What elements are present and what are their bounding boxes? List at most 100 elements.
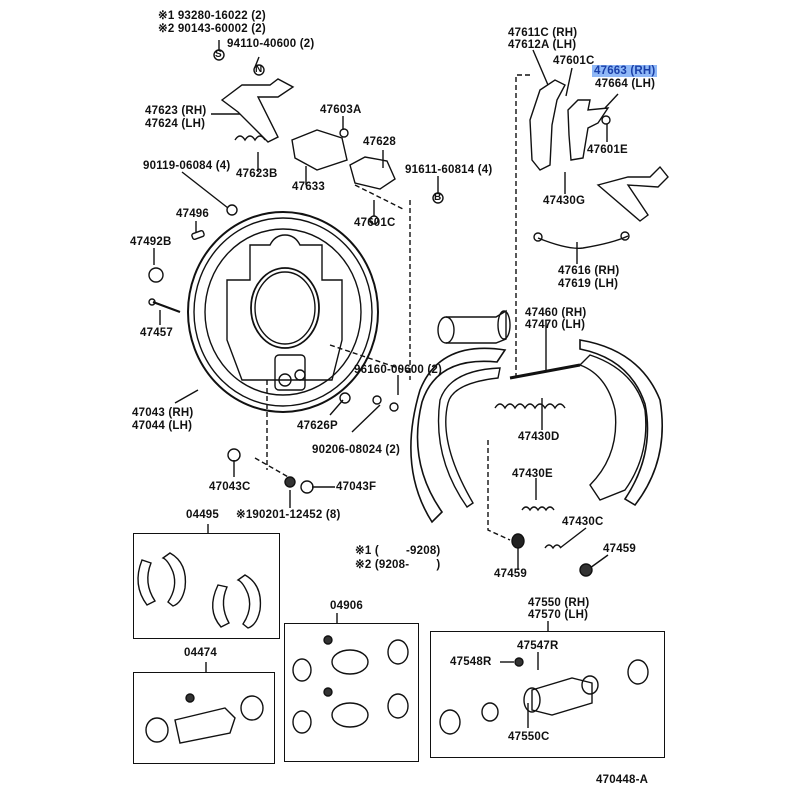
leader-line xyxy=(351,404,381,433)
fitting-47603a xyxy=(339,128,349,138)
pin-47457 xyxy=(152,300,181,314)
part-label-47430e[interactable]: 47430E xyxy=(512,468,553,480)
backing-plate xyxy=(187,211,379,413)
part-label-47496[interactable]: 47496 xyxy=(176,208,209,220)
leader-line xyxy=(181,171,229,209)
symbol-s-letter: S xyxy=(215,49,222,60)
part-label-47612a[interactable]: 47612A (LH) xyxy=(508,39,577,51)
symbol-b-letter: B xyxy=(434,192,442,203)
part-label-47460[interactable]: 47460 (RH) xyxy=(525,307,587,319)
assembly-dashed-line xyxy=(329,344,411,373)
part-label-47548r[interactable]: 47548R xyxy=(450,656,492,668)
spring-47430d xyxy=(494,403,566,410)
part-label-47043[interactable]: 47043 (RH) xyxy=(132,407,194,419)
kit-label-04906[interactable]: 04906 xyxy=(330,600,363,612)
strut-47430g-bracket xyxy=(596,165,669,222)
cable-47616 xyxy=(537,235,629,249)
footnote-1: ※1 ( -9208) xyxy=(355,545,441,557)
part-label-90119[interactable]: 90119-06084 (4) xyxy=(143,160,231,172)
symbol-n-icon xyxy=(253,64,265,76)
washer-190201 xyxy=(284,476,296,488)
part-label-90206[interactable]: 90206-08024 (2) xyxy=(312,444,401,456)
cylinder-kit-icons-04474 xyxy=(145,693,264,744)
bolt-47043c xyxy=(227,448,241,462)
leader-line xyxy=(254,56,260,68)
part-label-47633[interactable]: 47633 xyxy=(292,181,325,193)
cable-end xyxy=(620,231,630,241)
plug-47496 xyxy=(191,229,205,241)
part-label-47550c[interactable]: 47550C xyxy=(508,731,550,743)
part-label-47663[interactable]: 47663 (RH) xyxy=(592,65,658,78)
part-label-47611c[interactable]: 47611C (RH) xyxy=(508,27,578,39)
assembly-dashed-line xyxy=(487,440,511,541)
spring-47430e xyxy=(521,506,555,512)
part-label-47623[interactable]: 47623 (RH) xyxy=(145,105,207,117)
kit-box-04906 xyxy=(284,623,419,762)
leader-line xyxy=(565,67,573,97)
nut-47601e xyxy=(601,115,611,125)
part-label-47601c-left[interactable]: 47601C xyxy=(354,217,396,229)
part-label-47570[interactable]: 47570 (LH) xyxy=(528,609,589,621)
leader-line xyxy=(532,49,549,86)
spring xyxy=(234,135,266,142)
nut-47601c xyxy=(369,215,379,225)
part-label-47044[interactable]: 47044 (LH) xyxy=(132,420,193,432)
symbol-s-icon xyxy=(213,49,225,61)
part-label-47550[interactable]: 47550 (RH) xyxy=(528,597,590,609)
part-label-47457[interactable]: 47457 xyxy=(140,327,173,339)
symbol-b-icon xyxy=(432,192,444,204)
grommet-47492b xyxy=(148,267,164,283)
part-label-47430c[interactable]: 47430C xyxy=(562,516,604,528)
washer-90206 xyxy=(372,395,382,405)
assembly-dashed-line xyxy=(354,184,406,211)
part-label-47430g[interactable]: 47430G xyxy=(543,195,586,207)
highlighted-part-label[interactable]: 47663 (RH) xyxy=(592,65,658,77)
part-label-47430d[interactable]: 47430D xyxy=(518,431,560,443)
part-label-47043f[interactable]: 47043F xyxy=(336,481,377,493)
pin-head xyxy=(148,298,156,306)
clip-47626p xyxy=(339,392,351,404)
part-label-47459-left[interactable]: 47459 xyxy=(494,568,527,580)
shoe-kit-icons xyxy=(137,552,262,629)
part-label-47624[interactable]: 47624 (LH) xyxy=(145,118,206,130)
brake-shoe-right xyxy=(578,339,663,507)
nut-47043f xyxy=(300,480,314,494)
kit-box-04474 xyxy=(133,672,275,764)
wheel-cylinder xyxy=(437,309,511,344)
figure-id: 470448-A xyxy=(596,774,649,786)
part-47628 xyxy=(349,156,396,190)
kit-label-04474[interactable]: 04474 xyxy=(184,647,217,659)
pin-96160 xyxy=(389,402,399,412)
part-label-47043c[interactable]: 47043C xyxy=(209,481,251,493)
part-label-47601e[interactable]: 47601E xyxy=(587,144,628,156)
part-label-47626p[interactable]: 47626P xyxy=(297,420,338,432)
part-label-47547r[interactable]: 47547R xyxy=(517,640,559,652)
part-label-47664[interactable]: 47664 (LH) xyxy=(595,78,656,90)
part-label-47470[interactable]: 47470 (LH) xyxy=(525,319,586,331)
lever-47663 xyxy=(567,99,610,161)
part-label-47616[interactable]: 47616 (RH) xyxy=(558,265,620,277)
parking-brake-lever xyxy=(220,78,295,143)
assembly-dashed-line xyxy=(254,457,291,479)
part-label-47492b[interactable]: 47492B xyxy=(130,236,172,248)
part-label-47619[interactable]: 47619 (LH) xyxy=(558,278,619,290)
leader-line xyxy=(174,389,199,404)
part-label-47623b[interactable]: 47623B xyxy=(236,168,278,180)
assembly-dashed-line xyxy=(515,74,530,380)
part-label-47628[interactable]: 47628 xyxy=(363,136,396,148)
part-label-190201[interactable]: ※190201-12452 (8) xyxy=(236,509,341,521)
boot-47633 xyxy=(291,129,348,171)
part-label-94110[interactable]: 94110-40600 (2) xyxy=(227,38,315,50)
part-label-96160[interactable]: 96160-00600 (2) xyxy=(354,364,443,376)
cylinder-kit-icons-04906 xyxy=(292,635,409,734)
kit-label-04495[interactable]: 04495 xyxy=(186,509,219,521)
footnote-2: ※2 (9208- ) xyxy=(355,559,441,571)
part-label-47601c-right[interactable]: 47601C xyxy=(553,55,595,67)
part-label-47459-right[interactable]: 47459 xyxy=(603,543,636,555)
part-label-47603a[interactable]: 47603A xyxy=(320,104,362,116)
symbol-n-letter: N xyxy=(255,64,263,75)
part-label-91611[interactable]: 91611-60814 (4) xyxy=(405,164,493,176)
leader-line xyxy=(329,399,344,416)
cup-47459 xyxy=(511,533,525,549)
